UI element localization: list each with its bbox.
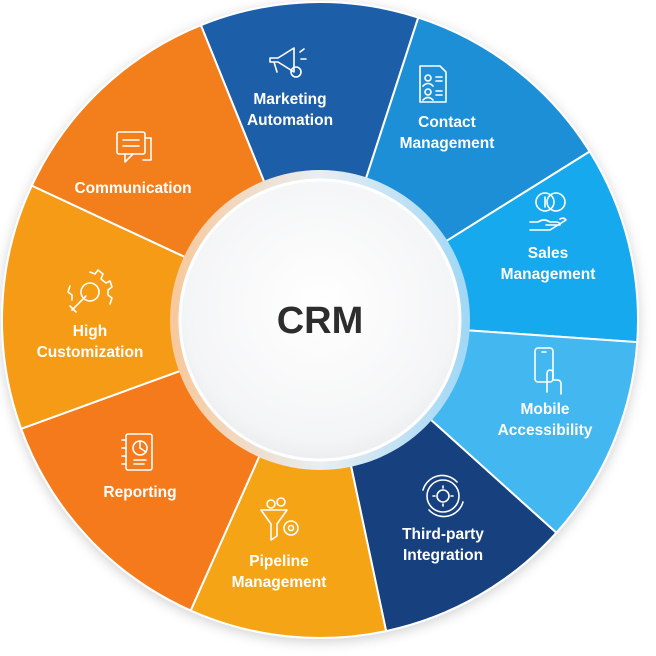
segment-label-line: Integration bbox=[403, 547, 483, 564]
segment-label-line: Customization bbox=[37, 344, 144, 361]
center-title: CRM bbox=[277, 300, 364, 342]
gear-wrench-icon bbox=[67, 269, 113, 313]
segment-label-line: Third-party bbox=[402, 526, 484, 543]
segment-label-line: Contact bbox=[418, 114, 476, 131]
segment-label-communication: Communication bbox=[74, 180, 191, 197]
mobile-touch-icon bbox=[534, 347, 562, 395]
segment-label-line: Communication bbox=[74, 180, 191, 197]
chat-bubble-icon bbox=[116, 131, 152, 163]
segment-label-line: Management bbox=[501, 266, 596, 283]
segment-label-reporting: Reporting bbox=[103, 484, 176, 501]
megaphone-icon bbox=[269, 47, 307, 78]
segment-label-line: Accessibility bbox=[498, 422, 593, 439]
segment-label-line: Automation bbox=[247, 112, 333, 129]
gear-cycle-icon bbox=[422, 474, 464, 518]
coin-hand-icon bbox=[529, 192, 567, 231]
segment-label-line: Management bbox=[400, 135, 495, 152]
segment-label-line: Reporting bbox=[103, 484, 176, 501]
segment-label-line: Mobile bbox=[520, 401, 569, 418]
center-hub bbox=[178, 178, 462, 462]
funnel-icon bbox=[260, 497, 299, 541]
segment-label-line: Marketing bbox=[253, 91, 326, 108]
segment-label-line: High bbox=[73, 323, 107, 340]
segment-label-line: Management bbox=[232, 574, 327, 591]
contact-list-icon bbox=[419, 65, 447, 103]
report-chart-icon bbox=[121, 433, 153, 471]
segment-label-line: Sales bbox=[528, 245, 569, 262]
segment-label-line: Pipeline bbox=[249, 553, 309, 570]
